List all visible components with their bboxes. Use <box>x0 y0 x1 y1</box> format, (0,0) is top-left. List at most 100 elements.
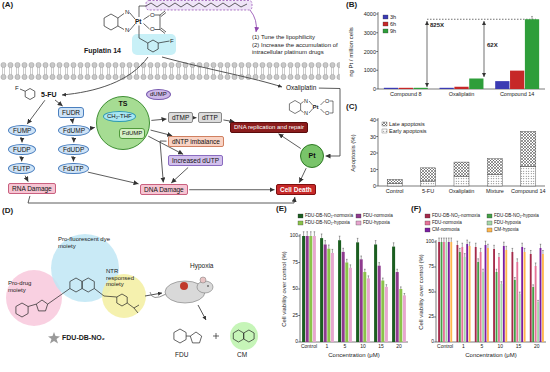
effect-box: dNTP imbalance <box>168 136 224 147</box>
pathway-arrow <box>88 172 139 184</box>
tick-label: 50 <box>428 289 434 295</box>
chart-axes <box>376 89 378 90</box>
legend-text: FDU-hypoxia <box>494 220 521 225</box>
bar <box>475 247 477 342</box>
error-bar <box>498 254 500 257</box>
chart-axes <box>298 262 300 263</box>
bar <box>505 250 507 342</box>
bar <box>414 88 428 89</box>
tick-label: 40 <box>370 117 376 123</box>
bar <box>456 245 458 342</box>
node-text: RNA Damage <box>12 185 52 192</box>
pathway-arrow <box>278 134 300 149</box>
atom-label: F <box>170 38 174 45</box>
error-bar <box>535 263 537 266</box>
bar <box>306 236 309 342</box>
prodrug-illustration <box>28 289 70 307</box>
product-structures <box>233 330 243 342</box>
node-text: Increased dUTP <box>172 157 219 164</box>
category-label: 15 <box>516 344 522 350</box>
chart-axes <box>376 32 378 33</box>
legend-text: Late apoptosis <box>389 121 425 127</box>
atom-label: O <box>325 110 329 116</box>
legend-swatch <box>356 221 361 225</box>
bar <box>525 19 539 89</box>
axis-title: ng Pt / million cells <box>348 27 355 77</box>
error-bar <box>524 248 526 252</box>
metabolite-ellipse: FUMP <box>8 125 36 136</box>
legend-swatch <box>298 221 303 225</box>
mouse-icon <box>197 281 213 293</box>
bar <box>521 132 536 167</box>
error-bar <box>303 232 305 236</box>
bar <box>374 244 377 342</box>
legend-swatch <box>298 214 303 218</box>
prodrug-illustration <box>102 274 146 318</box>
axis-title: Concentration (μM) <box>465 352 516 359</box>
legend-swatch <box>487 221 492 225</box>
category-label: 15 <box>378 344 384 350</box>
bar <box>514 280 516 342</box>
bar <box>459 252 461 342</box>
error-bar <box>339 236 341 240</box>
bar <box>542 254 544 342</box>
legend-swatch <box>487 214 492 218</box>
legend-text: FDU-DB-NO₂-hypoxia <box>494 213 539 218</box>
inhibitor-box: FdUMP <box>119 128 145 139</box>
bar <box>469 246 471 342</box>
release-arrow <box>198 305 206 320</box>
bar <box>487 159 502 175</box>
fuplatin-structure <box>104 1 252 56</box>
category-label: 5 <box>344 344 347 350</box>
legend-text: Early apoptosis <box>389 128 427 134</box>
legend-text: 9h <box>390 28 396 34</box>
error-bar <box>540 244 542 248</box>
chart-axes <box>434 342 436 343</box>
pathway-arrow <box>25 176 28 182</box>
chart-axes <box>298 236 300 237</box>
bar <box>496 272 498 342</box>
metabolite-ellipse: FdUMP <box>58 125 90 136</box>
pathway-arrow <box>21 157 22 162</box>
node-text: dNTP imbalance <box>172 138 220 145</box>
fu-structure <box>20 89 25 91</box>
error-bar <box>477 259 479 262</box>
legend-text: 3h <box>390 14 396 20</box>
fuplatin-structure <box>139 26 148 44</box>
panel-letter: (F) <box>411 205 421 214</box>
bar <box>331 253 334 342</box>
node-text: FdUMP <box>122 130 142 137</box>
bar <box>521 166 536 186</box>
product-structures <box>230 322 258 350</box>
error-bar <box>350 265 352 268</box>
bar <box>537 302 539 342</box>
atom-label: O <box>325 98 329 104</box>
bar <box>540 248 542 342</box>
tick-label: 75 <box>292 260 298 266</box>
category-label: 10 <box>360 344 366 350</box>
tick-label: 0 <box>431 339 434 345</box>
product-label: CM <box>237 351 247 358</box>
error-bar <box>393 243 395 247</box>
product-label: FDU <box>175 351 188 358</box>
pathway-arrow <box>72 120 74 124</box>
tick-label: 75 <box>428 264 434 270</box>
fu-structure <box>20 89 35 100</box>
error-bar <box>457 241 459 245</box>
error-bar <box>400 287 402 289</box>
bar <box>487 248 489 342</box>
metabolite-box: FUDR <box>58 107 84 118</box>
bar <box>367 278 370 342</box>
mouse-icon <box>200 277 206 283</box>
bar <box>454 87 468 89</box>
tick-label: 10 <box>370 166 376 172</box>
bar <box>384 88 398 89</box>
chart-axes <box>434 242 436 243</box>
legend-swatch <box>382 129 387 133</box>
tick-label: 50 <box>292 286 298 292</box>
metabolite-ellipse: FUTP <box>8 163 35 174</box>
chart-axes <box>376 136 378 137</box>
category-label: Control <box>437 344 453 350</box>
chart-axes <box>300 342 408 343</box>
